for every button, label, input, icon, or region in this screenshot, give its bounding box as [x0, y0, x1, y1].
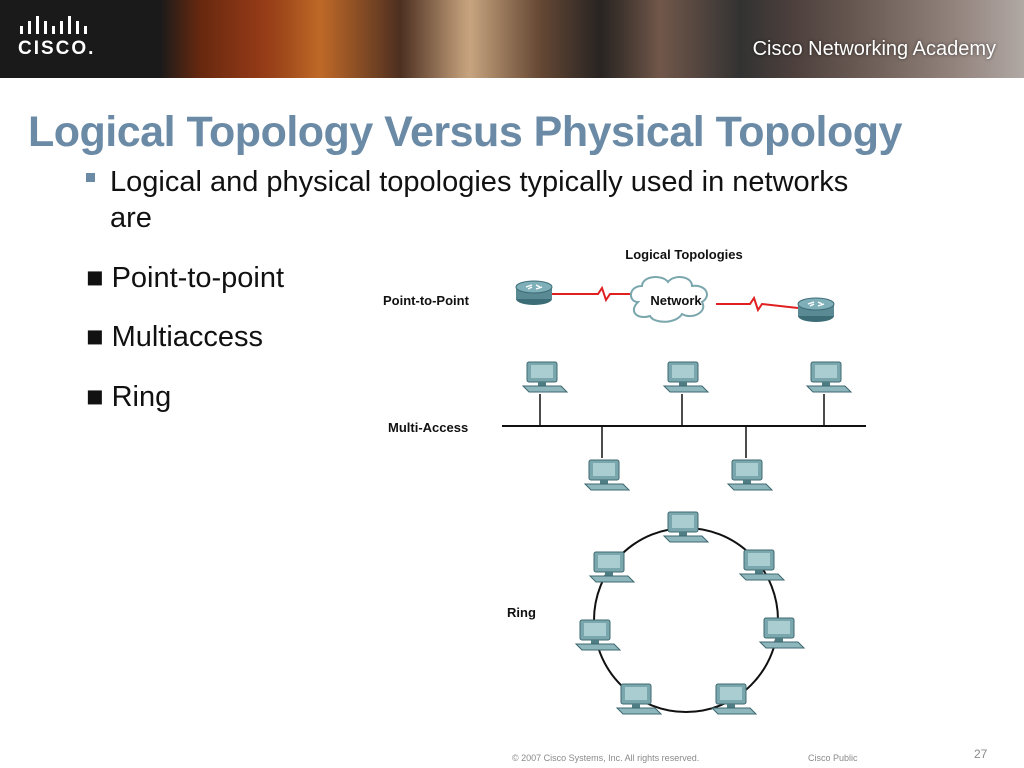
pc-icon	[739, 549, 785, 581]
pc-icon	[806, 361, 852, 393]
pc-icon	[589, 551, 635, 583]
ring-label: Ring	[507, 605, 536, 620]
diagram-title: Logical Topologies	[625, 247, 742, 262]
sub-bullet-point-to-point: ■ Point-to-point	[86, 262, 285, 294]
sub-bullet-multiaccess: ■ Multiaccess	[86, 321, 264, 353]
footer-copyright: © 2007 Cisco Systems, Inc. All rights re…	[512, 753, 700, 763]
header-banner: CISCO. Cisco Networking Academy	[0, 0, 1024, 78]
multi-access-drops	[539, 394, 825, 458]
square-bullet-icon	[86, 173, 95, 182]
pc-icon	[663, 511, 709, 543]
point-to-point-label: Point-to-Point	[383, 293, 470, 308]
slide-number: 27	[974, 747, 988, 761]
pc-icon	[616, 683, 662, 715]
multi-access-label: Multi-Access	[388, 420, 468, 435]
cisco-logo-text: CISCO.	[18, 38, 96, 59]
logical-topologies-diagram: Logical Topologies Point-to-Point Networ…	[383, 247, 866, 715]
main-bullet-text: Logical and physical topologies typicall…	[110, 166, 849, 234]
pc-icon	[727, 459, 773, 491]
cisco-bars-icon	[20, 16, 87, 34]
serial-link-right	[716, 295, 799, 313]
main-bullet: Logical and physical topologies typicall…	[86, 164, 866, 236]
pc-icon	[522, 361, 568, 393]
router-right-icon	[797, 297, 835, 323]
serial-link-left	[552, 285, 634, 303]
pc-icon	[584, 459, 630, 491]
bullet-list: Logical and physical topologies typicall…	[86, 164, 866, 236]
pc-icon	[759, 617, 805, 649]
footer-classification: Cisco Public	[808, 753, 858, 763]
network-label: Network	[650, 293, 702, 308]
sub-bullet-ring: ■ Ring	[86, 381, 172, 413]
cisco-logo: CISCO.	[14, 16, 110, 62]
slide-title: Logical Topology Versus Physical Topolog…	[28, 108, 902, 156]
pc-icon	[663, 361, 709, 393]
router-left-icon	[515, 280, 553, 306]
academy-brand: Cisco Networking Academy	[752, 38, 996, 60]
header-photo-strip	[160, 0, 1024, 78]
pc-icon	[575, 619, 621, 651]
pc-icon	[711, 683, 757, 715]
network-cloud-icon	[630, 276, 708, 323]
